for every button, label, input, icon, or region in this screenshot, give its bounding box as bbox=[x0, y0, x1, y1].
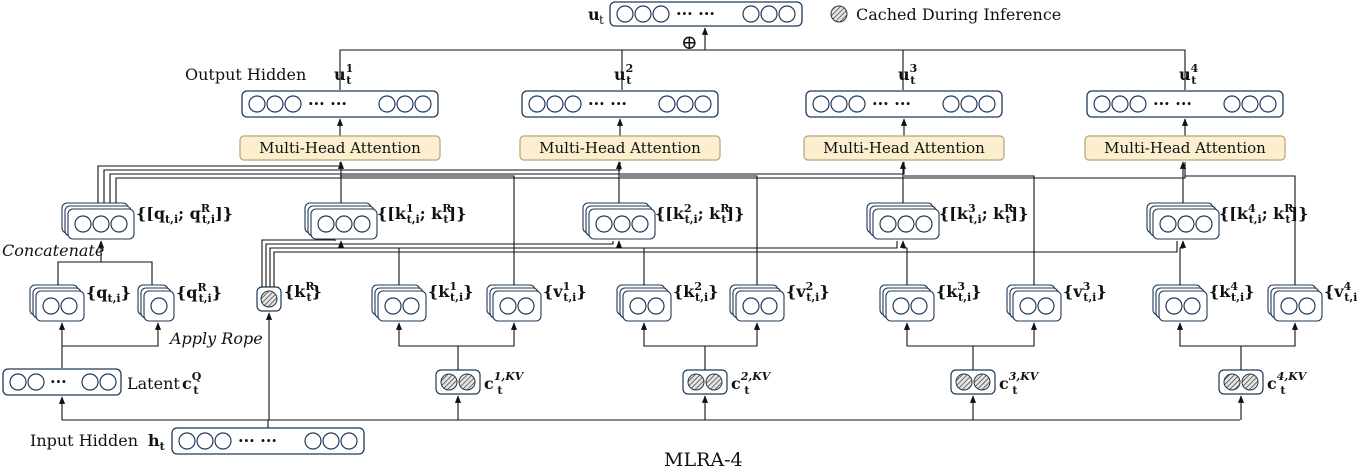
qr-stack bbox=[137, 284, 175, 322]
multi-head-attention-3 bbox=[803, 135, 1005, 161]
caption: MLRA-4 bbox=[664, 449, 743, 470]
k-stack-3 bbox=[879, 284, 935, 322]
v-stack-2 bbox=[729, 284, 785, 322]
input-h: ht bbox=[148, 431, 166, 453]
v-label-4: {v4t,i} bbox=[1324, 280, 1357, 304]
final-output: u t ··· ··· bbox=[588, 1, 803, 27]
latent-label: Latent bbox=[127, 374, 180, 393]
svg-text:··· ···: ··· ··· bbox=[1153, 94, 1192, 113]
svg-text:···: ··· bbox=[50, 372, 67, 391]
k-concat-stack-4 bbox=[1146, 202, 1220, 240]
svg-text:··· ···: ··· ··· bbox=[238, 431, 277, 450]
svg-text:··· ···: ··· ··· bbox=[872, 94, 911, 113]
multi-head-attention-1 bbox=[239, 135, 441, 161]
svg-text:··· ···: ··· ··· bbox=[308, 94, 347, 113]
hatched-circle-icon bbox=[830, 5, 848, 23]
k-concat-stack-3 bbox=[866, 202, 940, 240]
k-stack-1 bbox=[371, 284, 427, 322]
final-output-dots: ··· ··· bbox=[676, 4, 715, 23]
k-stack-4 bbox=[1152, 284, 1208, 322]
k-concat-stack-2 bbox=[582, 202, 656, 240]
v-stack-3 bbox=[1006, 284, 1062, 322]
final-output-label: u bbox=[588, 5, 600, 24]
multi-head-attention-label: Multi-Head Attention bbox=[1104, 139, 1266, 157]
multi-head-attention-label: Multi-Head Attention bbox=[823, 139, 985, 157]
legend: Cached During Inference bbox=[830, 5, 1061, 24]
multi-head-attention-4 bbox=[1084, 135, 1286, 161]
sum-icon: ⊕ bbox=[681, 30, 698, 54]
multi-head-attention-label: Multi-Head Attention bbox=[539, 139, 701, 157]
k-concat-stack-1 bbox=[304, 202, 378, 240]
q-concat-stack bbox=[61, 202, 135, 240]
output-hidden-label: Output Hidden bbox=[185, 65, 306, 84]
concatenate-label: Concatenate bbox=[2, 241, 104, 260]
v-stack-4 bbox=[1267, 284, 1323, 322]
final-output-cells bbox=[616, 5, 796, 23]
multi-head-attention-label: Multi-Head Attention bbox=[259, 139, 421, 157]
apply-rope-label: Apply Rope bbox=[168, 329, 263, 348]
input-hidden: Input Hidden ht ··· ··· bbox=[30, 396, 1240, 455]
v-stack-1 bbox=[486, 284, 542, 322]
q-stack bbox=[29, 284, 85, 322]
input-hidden-label: Input Hidden bbox=[30, 431, 138, 450]
q-label: {qt,i} bbox=[86, 283, 131, 305]
kv-group-4: {[k4t,i; kRt]}{k4t,i}{v4t,i}c4,KVt bbox=[1146, 161, 1357, 420]
final-output-sub: t bbox=[599, 13, 604, 27]
k-stack-2 bbox=[616, 284, 672, 322]
multi-head-attention-2 bbox=[519, 135, 721, 161]
cross-wires bbox=[97, 162, 1186, 287]
legend-label: Cached During Inference bbox=[856, 5, 1061, 24]
svg-text:··· ···: ··· ··· bbox=[588, 94, 627, 113]
